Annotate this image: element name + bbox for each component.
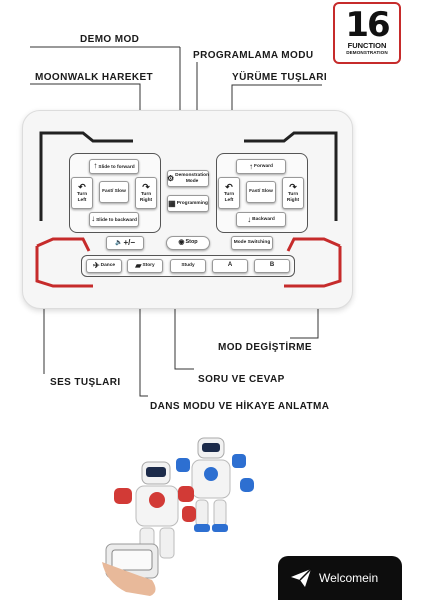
gear-icon: ⚙ — [166, 173, 175, 183]
backward-button[interactable]: ↓Backward — [236, 212, 286, 227]
function-badge: 16 FUNCTION DEMONSTRATION — [333, 2, 401, 64]
callout-soru-ve-cevap: SORU VE CEVAP — [198, 374, 285, 385]
arrow-down-icon: ↓ — [91, 214, 96, 224]
programming-window-icon: ▦ — [168, 198, 176, 208]
callout-moonwalk-hareket: MOONWALK HAREKET — [35, 72, 154, 83]
arrow-up-icon: ↑ — [93, 161, 98, 171]
story-button[interactable]: ▰Story — [127, 259, 163, 273]
right-turn-right-button[interactable]: ↷ Turn Right — [282, 177, 304, 209]
demonstration-mode-button[interactable]: ⚙Demonstration Mode — [167, 170, 209, 187]
callout-yurume-tuslari: YÜRÜME TUŞLARI — [232, 72, 328, 83]
arrow-up-icon: ↑ — [249, 161, 254, 171]
robots-illustration — [102, 437, 254, 596]
dance-icon: ✈ — [92, 261, 100, 270]
callout-dans-modu: DANS MODU VE HİKAYE ANLATMA — [150, 401, 330, 412]
blue-robot — [176, 437, 254, 532]
right-fast-slow-button[interactable]: Fast/ Slow — [246, 181, 276, 203]
brand-name: Welcomein — [319, 571, 379, 585]
badge-line2: DEMONSTRATION — [346, 50, 388, 55]
a-button[interactable]: A — [212, 259, 248, 273]
left-turn-left-button[interactable]: ↶ Turn Left — [71, 177, 93, 209]
left-fast-slow-button[interactable]: Fast/ Slow — [99, 181, 129, 203]
callout-programlama-modu: PROGRAMLAMA MODU — [193, 50, 314, 61]
slide-backward-button[interactable]: ↓Slide to backward — [89, 212, 139, 227]
slide-forward-button[interactable]: ↑Slide to forward — [89, 159, 139, 174]
arrow-down-icon: ↓ — [247, 214, 252, 224]
book-icon: ▰ — [135, 261, 142, 270]
study-button[interactable]: Study — [170, 259, 206, 273]
forward-button[interactable]: ↑Forward — [236, 159, 286, 174]
callout-demo-mod: DEMO MOD — [80, 34, 140, 45]
send-arrow-icon — [291, 568, 312, 587]
b-button[interactable]: B — [254, 259, 290, 273]
mode-switching-button[interactable]: Mode Switching — [231, 236, 273, 250]
callout-ses-tuslari: SES TUŞLARI — [50, 377, 121, 388]
stop-button[interactable]: ◉Stop — [166, 236, 210, 250]
hand-with-remote — [102, 543, 159, 596]
volume-button[interactable]: 🔈+/− — [106, 236, 144, 250]
curve-left-icon: ↶ — [225, 182, 233, 192]
speaker-icon: 🔈 — [114, 240, 123, 246]
remote-controller: ↑Slide to forward ↶ Turn Left Fast/ Slow… — [22, 110, 353, 309]
curve-left-icon: ↶ — [78, 182, 86, 192]
remote-frame-decoration — [35, 131, 342, 288]
brand-tag: Welcomein — [278, 556, 402, 600]
badge-line1: FUNCTION — [347, 41, 387, 50]
curve-right-icon: ↷ — [142, 182, 150, 192]
dance-button[interactable]: ✈Dance — [86, 259, 122, 273]
programming-button[interactable]: ▦Programming — [167, 195, 209, 212]
robots-photo — [100, 432, 280, 600]
left-turn-right-button[interactable]: ↷ Turn Right — [135, 177, 157, 209]
right-turn-left-button[interactable]: ↶ Turn Left — [218, 177, 240, 209]
callout-mod-degistirme: MOD DEGİŞTİRME — [218, 342, 312, 353]
stop-circle-icon: ◉ — [178, 239, 185, 246]
badge-number: 16 — [345, 5, 390, 45]
curve-right-icon: ↷ — [289, 182, 297, 192]
